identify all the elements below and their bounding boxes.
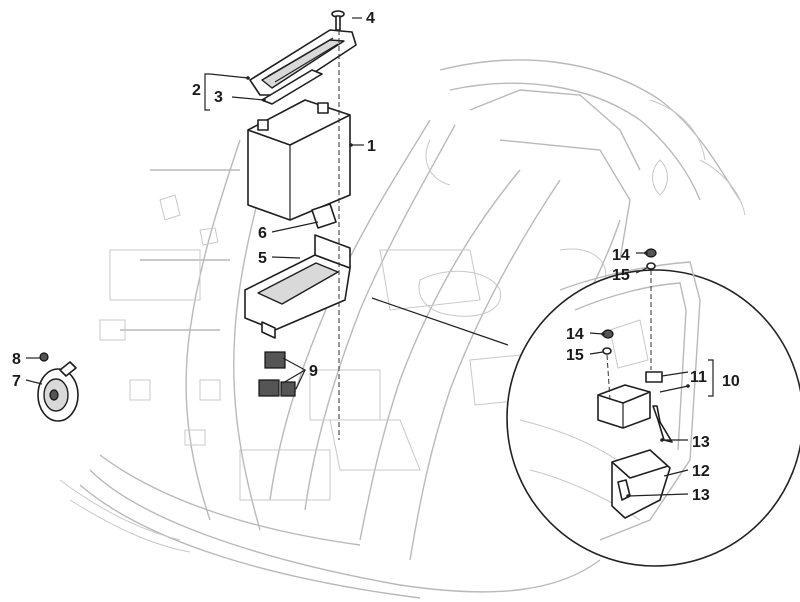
callout-2: 2 bbox=[192, 82, 201, 99]
part-15-washer-lower bbox=[602, 347, 612, 355]
part-8-nut bbox=[39, 352, 49, 362]
part-1-battery bbox=[247, 99, 351, 221]
part-15-washer-upper bbox=[646, 262, 656, 270]
part-5-battery-tray bbox=[244, 234, 351, 339]
callout-12: 12 bbox=[692, 463, 710, 480]
part-2-battery-strap bbox=[249, 29, 357, 96]
part-12-bracket bbox=[611, 449, 671, 519]
callout-11: 11 bbox=[690, 369, 707, 386]
part-9-relays bbox=[258, 351, 296, 397]
callout-15-lower: 15 bbox=[566, 347, 584, 364]
callout-3: 3 bbox=[214, 89, 223, 106]
callout-15-upper: 15 bbox=[612, 267, 630, 284]
callout-13-upper: 13 bbox=[692, 434, 710, 451]
callout-8: 8 bbox=[12, 351, 21, 368]
scooter-frame bbox=[59, 59, 746, 599]
leader-dots bbox=[246, 76, 690, 498]
callout-6: 6 bbox=[258, 225, 267, 242]
callout-labels: 4 2 3 1 6 5 8 7 9 14 15 14 15 11 10 13 1… bbox=[12, 10, 740, 504]
part-7-horn bbox=[37, 361, 79, 422]
part-3-pad bbox=[261, 69, 323, 105]
callout-1: 1 bbox=[367, 138, 376, 155]
callout-9: 9 bbox=[309, 363, 318, 380]
callout-13-lower: 13 bbox=[692, 487, 710, 504]
part-13-clip-upper bbox=[652, 405, 673, 443]
callout-4: 4 bbox=[366, 10, 375, 27]
callout-10: 10 bbox=[722, 373, 740, 390]
detail-inset bbox=[371, 261, 800, 567]
part-10-voltage-regulator bbox=[597, 371, 663, 429]
assembly-axes bbox=[338, 30, 652, 440]
callout-14-upper: 14 bbox=[612, 247, 630, 264]
callout-14-lower: 14 bbox=[566, 326, 584, 343]
callout-5: 5 bbox=[258, 250, 267, 267]
part-4-screw bbox=[331, 10, 345, 31]
callout-7: 7 bbox=[12, 373, 21, 390]
